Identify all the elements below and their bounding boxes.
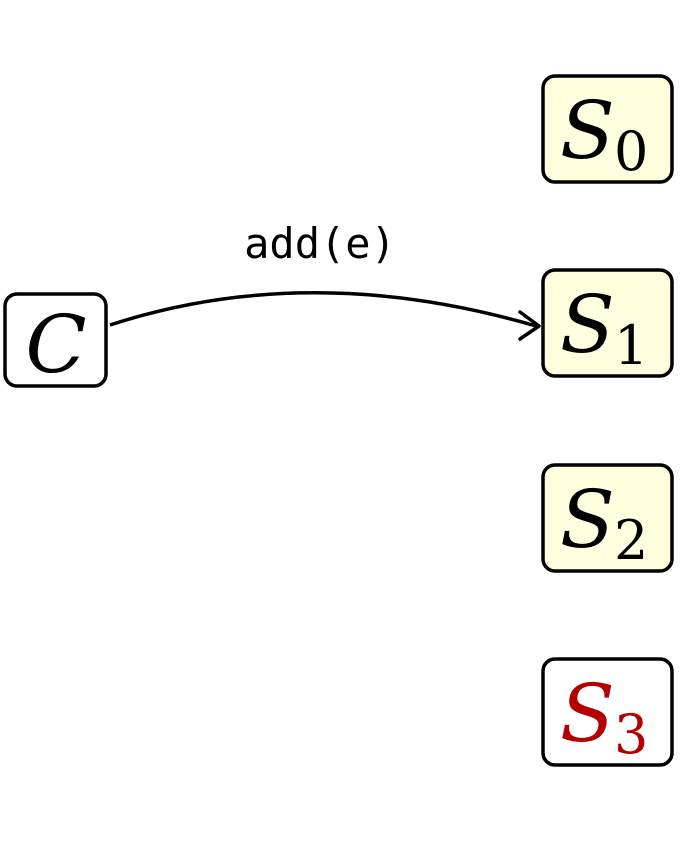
- node-s1-letter: S: [560, 278, 615, 371]
- node-s0-letter: S: [560, 84, 615, 177]
- node-s0-box: [541, 74, 674, 184]
- node-s1-box: [541, 268, 674, 378]
- arrowhead-icon: [518, 310, 541, 341]
- node-s0: S 0: [541, 74, 674, 184]
- node-client-label: C: [25, 298, 86, 391]
- node-s2-box: [541, 463, 674, 573]
- node-client-box: [3, 292, 108, 388]
- edge-label: add(e): [244, 219, 396, 268]
- node-s2-subscript: 2: [614, 509, 648, 572]
- edge-arrow-path: [109, 291, 537, 328]
- node-client: C: [3, 292, 108, 391]
- node-s0-subscript: 0: [614, 120, 648, 183]
- node-s3-box: [541, 657, 674, 767]
- edge-client-to-s1: add(e): [109, 219, 541, 341]
- node-s1-subscript: 1: [614, 314, 648, 377]
- node-s3-letter: S: [560, 667, 615, 760]
- node-s3: S 3: [541, 657, 674, 767]
- node-s1: S 1: [541, 268, 674, 378]
- node-s2: S 2: [541, 463, 674, 573]
- node-s2-letter: S: [560, 473, 615, 566]
- node-s3-subscript: 3: [614, 703, 648, 766]
